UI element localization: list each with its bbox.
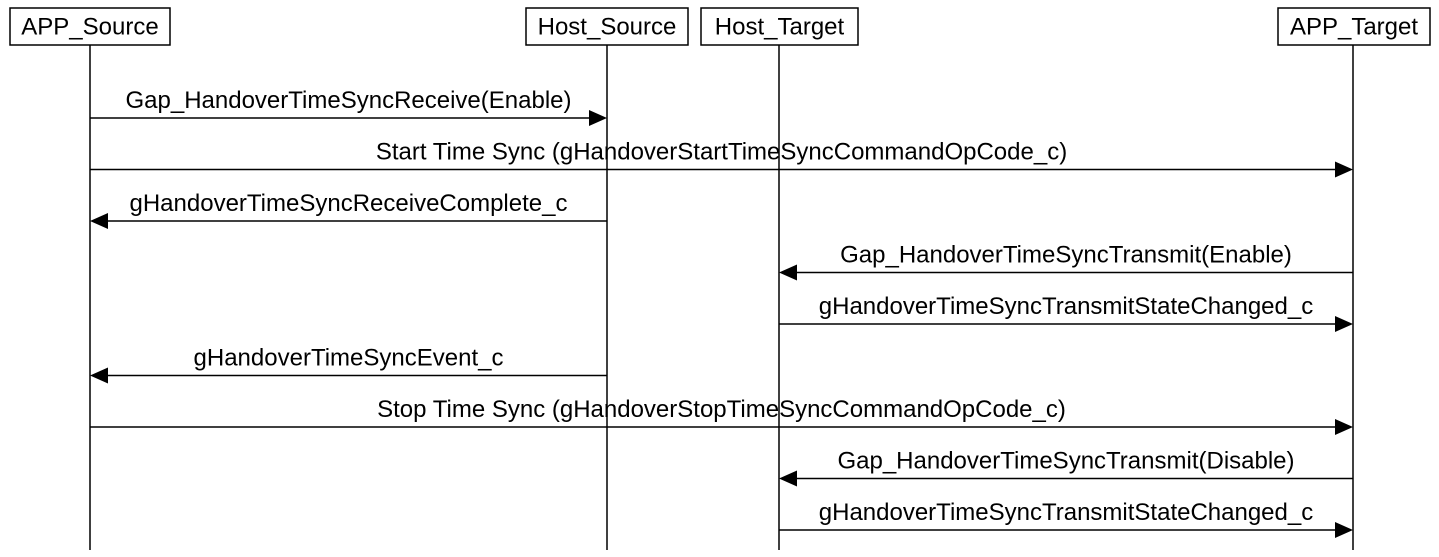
participant-boxes: APP_Source Host_Source Host_Target APP_Targ… xyxy=(9,7,1431,46)
message-1: Gap_HandoverTimeSyncReceive(Enable) xyxy=(90,87,607,126)
message-5: gHandoverTimeSyncTransmitStateChanged_c xyxy=(779,293,1353,332)
message-label: Stop Time Sync (gHandoverStopTimeSyncCom… xyxy=(377,396,1066,423)
participant-label: Host_Target xyxy=(715,14,845,41)
arrowhead-icon xyxy=(1335,316,1353,332)
arrowhead-icon xyxy=(90,367,108,384)
participant-app-target: APP_Target xyxy=(1277,7,1431,46)
message-2: Start Time Sync (gHandoverStartTimeSyncC… xyxy=(90,139,1353,178)
message-8: Gap_HandoverTimeSyncTransmit(Disable) xyxy=(779,448,1353,487)
participant-box xyxy=(700,7,859,46)
participant-box xyxy=(1277,7,1431,46)
message-label: gHandoverTimeSyncTransmitStateChanged_c xyxy=(819,499,1313,526)
participant-app-source: APP_Source xyxy=(9,7,171,46)
message-9: gHandoverTimeSyncTransmitStateChanged_c xyxy=(779,499,1353,538)
message-label: gHandoverTimeSyncTransmitStateChanged_c xyxy=(819,293,1313,320)
participant-host-source: Host_Source xyxy=(525,7,689,46)
message-7: Stop Time Sync (gHandoverStopTimeSyncCom… xyxy=(90,396,1353,435)
message-label: gHandoverTimeSyncReceiveComplete_c xyxy=(130,190,568,217)
message-6: gHandoverTimeSyncEvent_c xyxy=(90,345,607,384)
message-label: Gap_HandoverTimeSyncTransmit(Enable) xyxy=(840,242,1292,269)
arrowhead-icon xyxy=(589,110,607,126)
participant-box xyxy=(525,7,689,46)
arrowhead-icon xyxy=(1335,161,1353,178)
arrowhead-icon xyxy=(1335,522,1353,538)
arrowhead-icon xyxy=(1335,419,1353,435)
participant-host-target: Host_Target xyxy=(700,7,859,46)
participant-box xyxy=(9,7,171,46)
message-label: Gap_HandoverTimeSyncTransmit(Disable) xyxy=(837,448,1294,475)
arrowhead-icon xyxy=(779,470,797,487)
message-3: gHandoverTimeSyncReceiveComplete_c xyxy=(90,190,607,229)
participant-label: Host_Source xyxy=(538,14,677,41)
arrowhead-icon xyxy=(779,264,797,281)
message-4: Gap_HandoverTimeSyncTransmit(Enable) xyxy=(779,242,1353,281)
messages: Gap_HandoverTimeSyncReceive(Enable) Start… xyxy=(90,87,1353,538)
participant-label: APP_Target xyxy=(1290,14,1418,41)
message-label: Gap_HandoverTimeSyncReceive(Enable) xyxy=(126,87,572,114)
lifelines xyxy=(89,45,1354,550)
message-label: gHandoverTimeSyncEvent_c xyxy=(194,345,504,372)
message-label: Start Time Sync (gHandoverStartTimeSyncC… xyxy=(376,139,1067,166)
arrowhead-icon xyxy=(90,213,108,229)
participant-label: APP_Source xyxy=(21,14,158,41)
